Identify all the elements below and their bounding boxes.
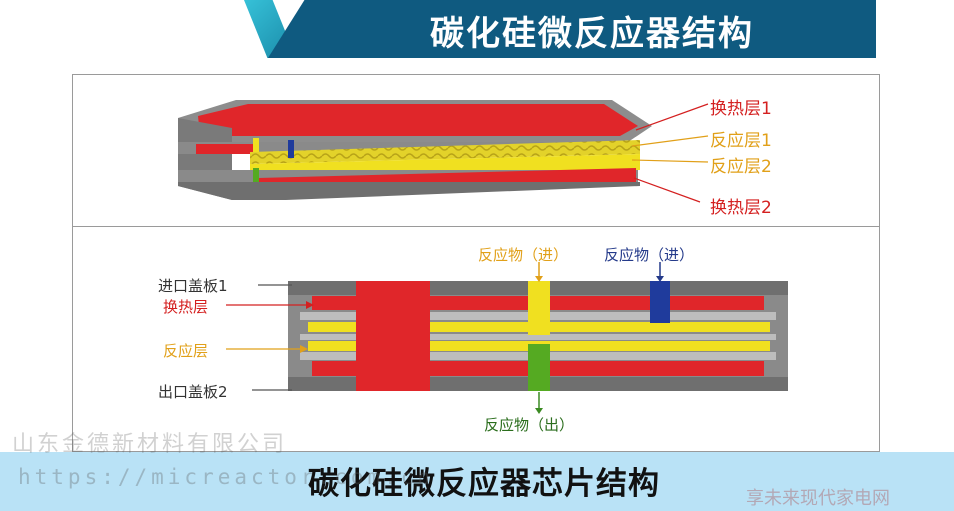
header-bar xyxy=(268,0,876,58)
watermark-site: 享未来现代家电网 xyxy=(746,488,890,509)
panel-divider xyxy=(73,226,879,227)
watermark-company: 山东金德新材料有限公司 xyxy=(12,432,288,457)
label-reactant-in-yellow: 反应物（进） xyxy=(478,246,569,264)
label-heat-layer-1: 换热层1 xyxy=(710,99,772,119)
gray-spacer-2 xyxy=(300,334,776,340)
label-reactant-out: 反应物（出） xyxy=(484,416,575,434)
label-reaction-layer-1: 反应层1 xyxy=(710,131,772,151)
heat-layer-1-band xyxy=(196,144,256,154)
reaction-layer-1 xyxy=(250,140,640,164)
reactant-outlet-green xyxy=(528,344,550,391)
label-reaction-layer-2: 反应层2 xyxy=(710,157,772,177)
yellow-port xyxy=(253,138,259,152)
label-outlet-cover-plate: 出口盖板2 xyxy=(158,383,228,401)
reactant-inlet-yellow xyxy=(528,281,550,335)
watermark-url: https://micreactor.com.cn xyxy=(18,465,435,489)
heat-layer-1-top xyxy=(198,104,638,136)
heat-inlet-column xyxy=(356,281,430,391)
page-title: 碳化硅微反应器结构 xyxy=(430,14,754,54)
label-heat-layer-2: 换热层2 xyxy=(710,198,772,218)
label-heat-layer: 换热层 xyxy=(163,298,209,316)
label-inlet-cover-plate: 进口盖板1 xyxy=(158,277,228,295)
bottom-plate xyxy=(178,182,640,200)
blue-port xyxy=(288,140,294,158)
footer-title: 碳化硅微反应器芯片结构 xyxy=(308,466,660,502)
footer-band xyxy=(0,452,954,511)
green-port xyxy=(253,168,259,182)
label-reaction-layer: 反应层 xyxy=(163,342,209,360)
label-reactant-in-blue: 反应物（进） xyxy=(604,246,695,264)
reactant-inlet-blue xyxy=(650,281,670,323)
